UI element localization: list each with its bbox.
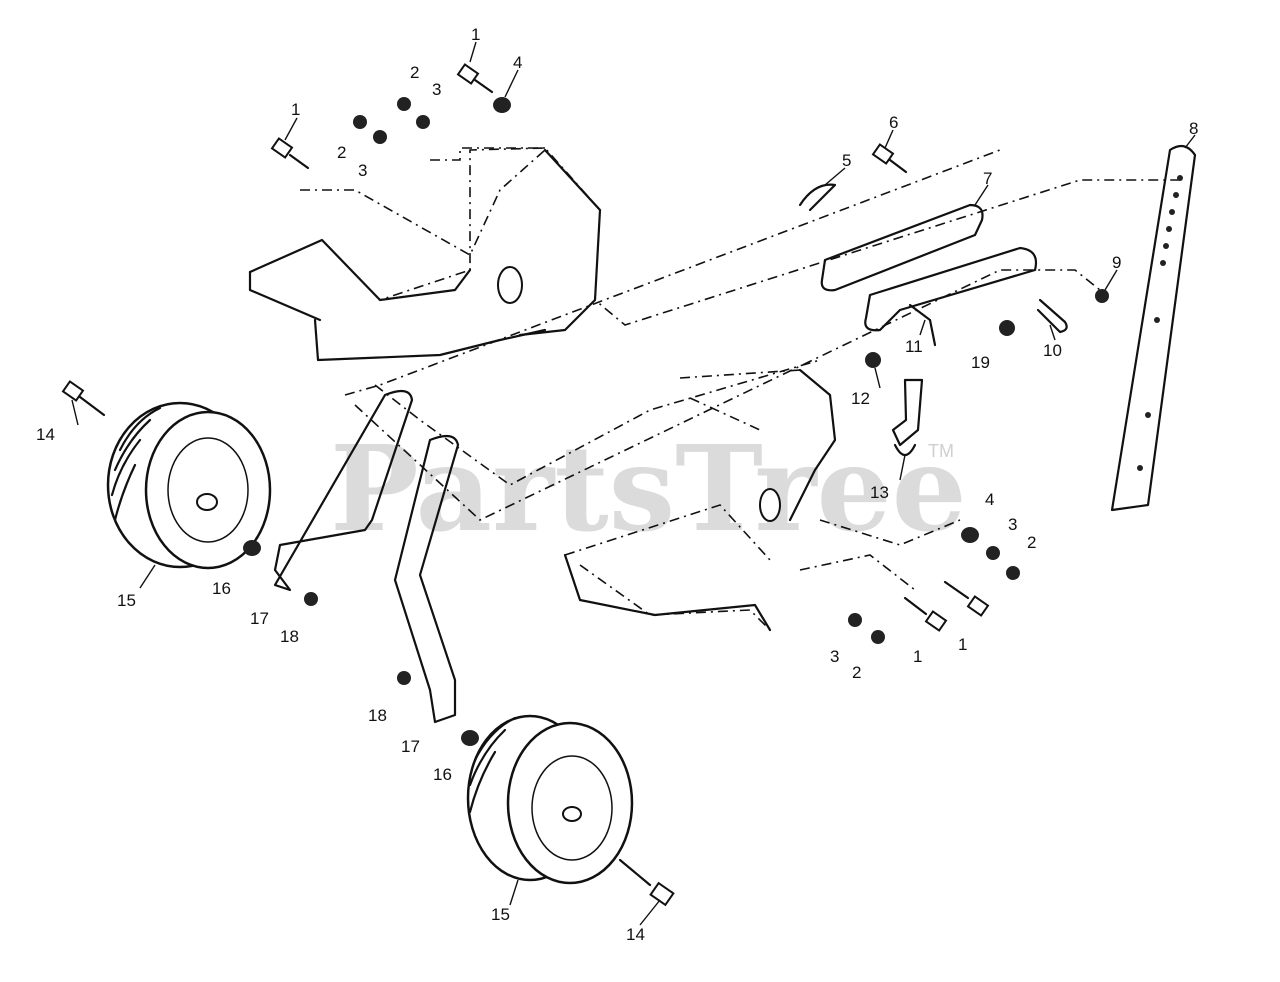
wheel-upper-left: [106, 401, 272, 570]
leader-lines: [71, 41, 1196, 926]
callout-6: 6: [889, 113, 898, 132]
hardware: [61, 63, 1109, 907]
callout-14-left: 14: [36, 425, 55, 444]
callout-13: 13: [870, 483, 889, 502]
callout-14-lower: 14: [626, 925, 645, 944]
callout-12: 12: [851, 389, 870, 408]
callout-7: 7: [983, 169, 992, 188]
callout-3-top: 3: [432, 80, 441, 99]
callout-2-top: 2: [410, 63, 419, 82]
callout-2-left: 2: [337, 143, 346, 162]
callout-15-lower: 15: [491, 905, 510, 924]
bracket-11: [864, 246, 1038, 347]
callout-17-upper: 17: [250, 609, 269, 628]
callout-1-top: 1: [471, 25, 480, 44]
callout-19: 19: [971, 353, 990, 372]
callout-9: 9: [1112, 253, 1121, 272]
callout-1-lower-a: 1: [913, 647, 922, 666]
callout-2-lower: 2: [852, 663, 861, 682]
callout-2-right: 2: [1027, 533, 1036, 552]
callout-18-upper: 18: [280, 627, 299, 646]
bracket-7: [820, 203, 984, 292]
callout-1-left: 1: [291, 100, 300, 119]
callout-17-lower: 17: [401, 737, 420, 756]
watermark-brand: PartsTree: [330, 419, 967, 558]
depth-bar-8: [1110, 144, 1197, 512]
callout-16-lower: 16: [433, 765, 452, 784]
callout-3-right: 3: [1008, 515, 1017, 534]
wheel-arm-lower: [393, 434, 460, 724]
callout-3-left: 3: [358, 161, 367, 180]
callout-labels: 1 1 1 1 2 2 2 2 3 3 3 3 4 4 5 6 7 8 9 10…: [36, 25, 1198, 944]
callout-18-lower: 18: [368, 706, 387, 725]
callout-5: 5: [842, 151, 851, 170]
tine-shield-left: [248, 148, 602, 362]
callout-4-right: 4: [985, 490, 994, 509]
callout-3-lower: 3: [830, 647, 839, 666]
wheel-lower: [466, 714, 634, 885]
callout-11: 11: [905, 337, 923, 356]
callout-8: 8: [1189, 119, 1198, 138]
tine-shield-right: [563, 368, 837, 632]
callout-15-left: 15: [117, 591, 136, 610]
callout-1-lower-b: 1: [958, 635, 967, 654]
callout-16-upper: 16: [212, 579, 231, 598]
wheel-arm-upper: [273, 389, 414, 592]
callout-4-top: 4: [513, 53, 522, 72]
callout-10: 10: [1043, 341, 1062, 360]
watermark-trademark: TM: [928, 441, 954, 461]
